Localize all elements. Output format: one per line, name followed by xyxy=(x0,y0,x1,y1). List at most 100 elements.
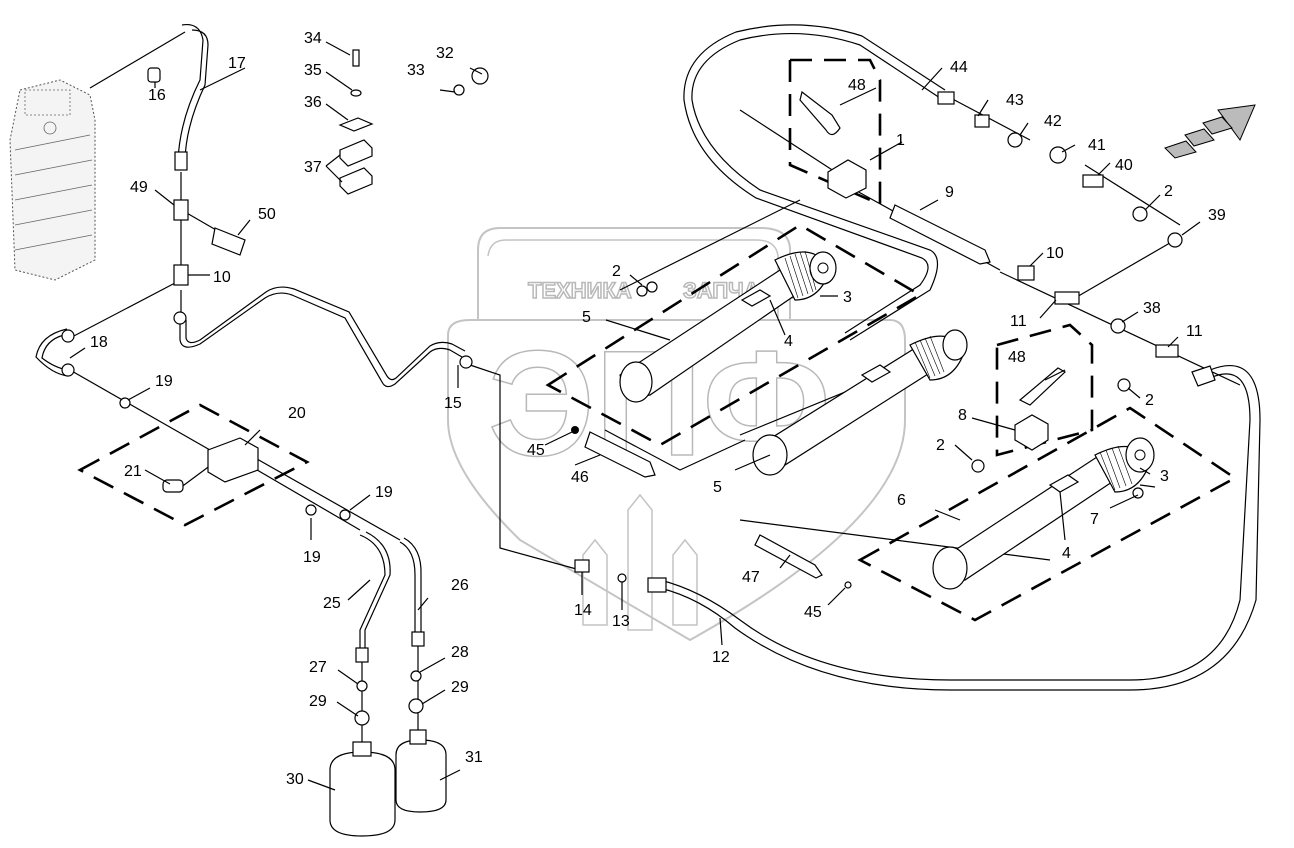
fitting-2c xyxy=(1117,378,1131,392)
callout-2: 2 xyxy=(936,437,945,454)
callout-29: 29 xyxy=(451,679,469,696)
callout-2: 2 xyxy=(612,263,621,280)
wheat-emblem xyxy=(582,493,698,631)
fitting-2 xyxy=(1132,206,1148,222)
callout-47: 47 xyxy=(742,569,760,586)
callout-3: 3 xyxy=(1160,468,1169,485)
callout-1: 1 xyxy=(896,132,905,149)
callout-5: 5 xyxy=(582,309,591,326)
watermark-badge-inner xyxy=(487,239,779,318)
callout-2: 2 xyxy=(1164,183,1173,200)
callout-27: 27 xyxy=(309,659,327,676)
callout-2: 2 xyxy=(1145,392,1154,409)
callout-41: 41 xyxy=(1088,137,1106,154)
callout-39: 39 xyxy=(1208,207,1226,224)
hydraulic-cylinder-middle xyxy=(752,329,968,476)
nut-45b xyxy=(844,581,852,589)
callout-11: 11 xyxy=(1186,323,1203,340)
callout-48: 48 xyxy=(848,77,866,94)
fitting-14 xyxy=(574,559,590,573)
callout-50: 50 xyxy=(258,206,276,223)
valve-8 xyxy=(1014,414,1049,451)
callout-29: 29 xyxy=(309,693,327,710)
callout-35: 35 xyxy=(304,62,322,79)
hydraulic-cylinder-lower xyxy=(932,437,1155,590)
accumulator-31 xyxy=(395,729,447,813)
callout-4: 4 xyxy=(1062,545,1071,562)
filter-40 xyxy=(1082,174,1104,188)
callout-44: 44 xyxy=(950,59,968,76)
callout-31: 31 xyxy=(465,749,483,766)
callout-48: 48 xyxy=(1008,349,1026,366)
fitting-16 xyxy=(147,67,161,83)
callout-18: 18 xyxy=(90,334,108,351)
callout-43: 43 xyxy=(1006,92,1024,109)
callout-37: 37 xyxy=(304,159,322,176)
callout-28: 28 xyxy=(451,644,469,661)
valve-block-20 xyxy=(207,437,259,483)
watermark-text-left: ТЕХНИКА xyxy=(528,278,632,303)
callout-leaders xyxy=(69,41,1201,791)
lever-48b xyxy=(1018,367,1067,406)
callout-13: 13 xyxy=(612,613,630,630)
callout-42: 42 xyxy=(1044,113,1062,130)
fitting-10b xyxy=(1017,265,1035,281)
cap-41 xyxy=(1049,146,1067,164)
tee-11a xyxy=(1054,291,1080,305)
nut-45a xyxy=(571,426,579,434)
callout-45: 45 xyxy=(527,442,545,459)
lever-48a xyxy=(799,90,841,136)
elbow-12-end xyxy=(1191,365,1216,387)
callout-33: 33 xyxy=(407,62,425,79)
callout-6: 6 xyxy=(897,492,906,509)
callout-labels: 1 2 2 2 2 3 3 4 4 5 5 6 7 8 9 10 10 11 1… xyxy=(90,30,1226,788)
callout-4: 4 xyxy=(784,333,793,350)
callout-19: 19 xyxy=(375,484,393,501)
clamp-37b xyxy=(339,167,373,195)
callout-8: 8 xyxy=(958,407,967,424)
hydraulic-cylinder-upper xyxy=(619,250,837,403)
callout-34: 34 xyxy=(304,30,322,47)
washer-35 xyxy=(350,89,362,97)
hose-9 xyxy=(889,204,991,265)
callout-49: 49 xyxy=(130,179,148,196)
callout-7: 7 xyxy=(1090,511,1099,528)
valve-1 xyxy=(827,159,867,199)
fitting-2d xyxy=(971,459,985,473)
callout-32: 32 xyxy=(436,45,454,62)
seal-13 xyxy=(617,573,627,583)
callout-12: 12 xyxy=(712,649,730,666)
callout-40: 40 xyxy=(1115,157,1133,174)
callout-36: 36 xyxy=(304,94,322,111)
callout-9: 9 xyxy=(945,184,954,201)
callout-38: 38 xyxy=(1143,300,1161,317)
callout-10: 10 xyxy=(1046,245,1064,262)
nut-32 xyxy=(471,67,489,85)
callout-26: 26 xyxy=(451,577,469,594)
callout-19: 19 xyxy=(303,549,321,566)
callout-10: 10 xyxy=(213,269,231,286)
callout-21: 21 xyxy=(124,463,142,480)
nut-19 xyxy=(119,397,131,409)
control-valve-block xyxy=(9,79,96,281)
callout-3: 3 xyxy=(843,289,852,306)
direction-arrow xyxy=(1164,104,1256,159)
tee-10 xyxy=(173,264,189,286)
fittings xyxy=(61,49,1256,837)
callout-25: 25 xyxy=(323,595,341,612)
nut-15 xyxy=(459,355,473,369)
pin-46 xyxy=(584,431,656,478)
watermark-shield xyxy=(447,319,906,642)
fitting-38 xyxy=(1110,318,1126,334)
watermark-badge-top xyxy=(477,227,791,321)
callout-20: 20 xyxy=(288,405,306,422)
callout-11: 11 xyxy=(1010,313,1027,330)
callout-17: 17 xyxy=(228,55,246,72)
tee-11b xyxy=(1155,344,1179,358)
callout-16: 16 xyxy=(148,87,166,104)
fitting-2a xyxy=(636,285,648,297)
callout-15: 15 xyxy=(444,395,462,412)
tee-49 xyxy=(173,199,189,221)
